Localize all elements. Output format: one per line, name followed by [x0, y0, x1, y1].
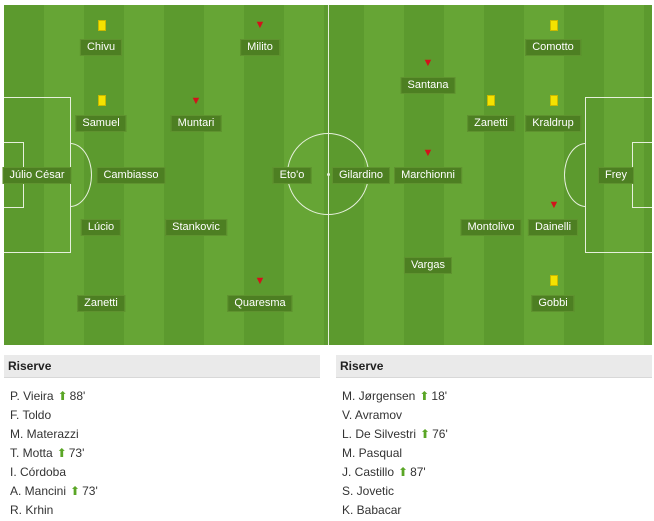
player-santana[interactable]: Santana: [400, 77, 456, 94]
list-item[interactable]: M. Pasqual: [336, 444, 652, 463]
list-item[interactable]: F. Toldo: [4, 406, 320, 425]
sub-minute: 73': [68, 446, 85, 460]
reserve-name: M. Materazzi: [10, 427, 79, 441]
player-muntari[interactable]: Muntari: [170, 115, 222, 132]
player-quaresma[interactable]: Quaresma: [227, 295, 293, 312]
home-reserves-list: P. Vieira⬆88' F. Toldo M. Materazzi T. M…: [4, 387, 320, 520]
substitution-out-icon: ▼: [422, 147, 434, 159]
substitution-in-icon: ⬆: [398, 465, 409, 479]
away-reserves-list: M. Jørgensen⬆18' V. Avramov L. De Silves…: [336, 387, 652, 520]
substitution-out-icon: ▼: [254, 275, 266, 287]
player-cambiasso[interactable]: Cambiasso: [96, 167, 166, 184]
list-item[interactable]: S. Jovetic: [336, 482, 652, 501]
yellow-card-icon: [550, 275, 558, 286]
yellow-card-icon: [550, 95, 558, 106]
reserve-name: P. Vieira: [10, 389, 54, 403]
list-item[interactable]: M. Jørgensen⬆18': [336, 387, 652, 406]
list-item[interactable]: K. Babacar: [336, 501, 652, 520]
away-reserves-panel: Riserve M. Jørgensen⬆18' V. Avramov L. D…: [336, 355, 652, 520]
reserve-name: K. Babacar: [342, 503, 402, 517]
sub-minute: 88': [69, 389, 86, 403]
home-reserves-panel: Riserve P. Vieira⬆88' F. Toldo M. Matera…: [4, 355, 320, 520]
player-kraldrup[interactable]: Kraldrup: [525, 115, 581, 132]
player-vargas[interactable]: Vargas: [403, 257, 453, 274]
reserve-name: T. Motta: [10, 446, 53, 460]
player-chivu[interactable]: Chivu: [79, 39, 123, 56]
player-montolivo[interactable]: Montolivo: [460, 219, 522, 236]
sub-minute: 87': [410, 465, 426, 479]
list-item[interactable]: V. Avramov: [336, 406, 652, 425]
substitution-in-icon: ⬆: [56, 446, 67, 460]
substitution-out-icon: ▼: [190, 95, 202, 107]
right-goal-area: [632, 142, 652, 208]
player-stankovic[interactable]: Stankovic: [165, 219, 227, 236]
list-item[interactable]: L. De Silvestri⬆76': [336, 425, 652, 444]
player-zanetti-away[interactable]: Zanetti: [467, 115, 515, 132]
centre-spot: [327, 173, 330, 176]
reserve-name: A. Mancini: [10, 484, 67, 498]
list-item[interactable]: A. Mancini⬆73': [4, 482, 320, 501]
list-item[interactable]: M. Materazzi: [4, 425, 320, 444]
player-julio-cesar[interactable]: Júlio César: [2, 167, 72, 184]
reserve-name: R. Krhin: [10, 503, 54, 517]
yellow-card-icon: [98, 20, 106, 31]
reserve-name: I. Córdoba: [10, 465, 67, 479]
home-reserves-title: Riserve: [4, 355, 320, 378]
player-gilardino[interactable]: Gilardino: [331, 167, 391, 184]
substitution-out-icon: ▼: [422, 57, 434, 69]
reserve-name: J. Castillo: [342, 465, 395, 479]
player-dainelli[interactable]: Dainelli: [527, 219, 579, 236]
substitution-out-icon: ▼: [548, 199, 560, 211]
reserve-name: M. Pasqual: [342, 446, 403, 460]
reserve-name: V. Avramov: [342, 408, 403, 422]
player-lucio[interactable]: Lúcio: [80, 219, 122, 236]
sub-minute: 73': [82, 484, 98, 498]
reserve-name: S. Jovetic: [342, 484, 395, 498]
substitution-out-icon: ▼: [254, 19, 266, 31]
list-item[interactable]: R. Krhin: [4, 501, 320, 520]
player-milito[interactable]: Milito: [240, 39, 280, 56]
player-marchionni[interactable]: Marchionni: [394, 167, 462, 184]
substitution-in-icon: ⬆: [420, 427, 431, 441]
list-item[interactable]: T. Motta⬆73': [4, 444, 320, 463]
right-penalty-area: [585, 97, 652, 253]
player-zanetti-home[interactable]: Zanetti: [77, 295, 125, 312]
sub-minute: 18': [431, 389, 448, 403]
substitution-in-icon: ⬆: [419, 389, 430, 403]
yellow-card-icon: [98, 95, 106, 106]
player-comotto[interactable]: Comotto: [525, 39, 581, 56]
away-reserves-title: Riserve: [336, 355, 652, 378]
list-item[interactable]: I. Córdoba: [4, 463, 320, 482]
reserve-name: M. Jørgensen: [342, 389, 416, 403]
player-frey[interactable]: Frey: [598, 167, 634, 184]
player-samuel[interactable]: Samuel: [75, 115, 127, 132]
yellow-card-icon: [487, 95, 495, 106]
substitution-in-icon: ⬆: [57, 389, 68, 403]
list-item[interactable]: J. Castillo⬆87': [336, 463, 652, 482]
substitution-in-icon: ⬆: [70, 484, 81, 498]
reserve-name: F. Toldo: [10, 408, 52, 422]
list-item[interactable]: P. Vieira⬆88': [4, 387, 320, 406]
player-gobbi[interactable]: Gobbi: [531, 295, 575, 312]
sub-minute: 76': [432, 427, 448, 441]
player-etoo[interactable]: Eto'o: [272, 167, 312, 184]
yellow-card-icon: [550, 20, 558, 31]
reserve-name: L. De Silvestri: [342, 427, 417, 441]
